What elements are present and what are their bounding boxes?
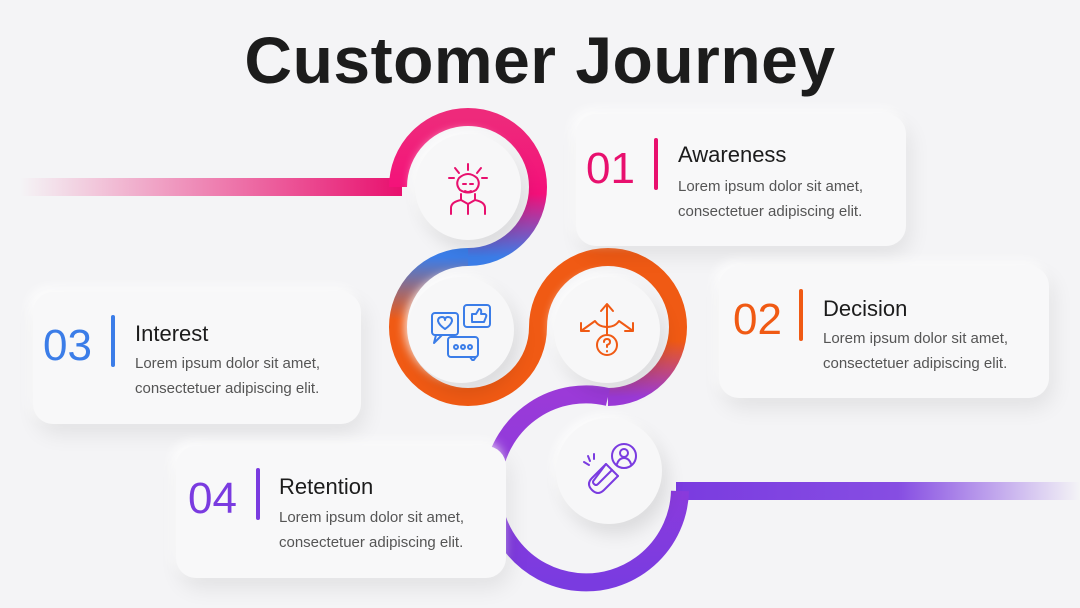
stage-divider — [111, 315, 115, 367]
stage-description-line2: consectetuer adipiscing elit. — [823, 355, 1008, 372]
ring-interest — [389, 248, 547, 406]
stage-number: 03 — [43, 321, 92, 370]
stage-divider — [256, 468, 260, 520]
lead-out-line — [676, 482, 1080, 500]
stage-number: 04 — [188, 474, 237, 523]
stage-description-line1: Lorem ipsum dolor sit amet, — [678, 178, 864, 195]
stage-title: Awareness — [678, 142, 787, 167]
lead-in-line — [20, 178, 402, 196]
page-title: Customer Journey — [244, 23, 836, 97]
stage-divider — [654, 138, 658, 190]
stage-description-line1: Lorem ipsum dolor sit amet, — [135, 355, 321, 372]
chat-bubbles-icon — [431, 304, 491, 361]
magnet-user-icon — [583, 443, 637, 494]
ring-decision — [529, 248, 687, 406]
stage-description-line2: consectetuer adipiscing elit. — [678, 203, 863, 220]
node-awareness — [415, 134, 521, 240]
stage-title: Decision — [823, 296, 908, 321]
ring-retention — [483, 385, 689, 592]
stage-description-line2: consectetuer adipiscing elit. — [279, 534, 464, 551]
stage-description-line1: Lorem ipsum dolor sit amet, — [279, 509, 465, 526]
stage-card-retention: 04 Retention Lorem ipsum dolor sit amet,… — [176, 446, 506, 578]
stage-title: Interest — [135, 321, 209, 346]
stage-card-decision: 02 Decision Lorem ipsum dolor sit amet, … — [719, 266, 1049, 398]
stage-divider — [799, 289, 803, 341]
stage-card-interest: 03 Interest Lorem ipsum dolor sit amet, … — [33, 292, 361, 424]
node-retention — [556, 418, 662, 524]
crossroads-question-icon — [580, 303, 634, 356]
node-decision — [554, 277, 660, 383]
thinking-person-icon — [448, 163, 488, 215]
stage-description-line1: Lorem ipsum dolor sit amet, — [823, 330, 1009, 347]
stage-description-line2: consectetuer adipiscing elit. — [135, 380, 320, 397]
stage-number: 02 — [733, 295, 782, 344]
stage-card-awareness: 01 Awareness Lorem ipsum dolor sit amet,… — [576, 114, 906, 246]
stage-number: 01 — [586, 144, 635, 193]
ring-awareness — [389, 108, 547, 266]
node-interest — [408, 277, 514, 383]
stage-title: Retention — [279, 474, 374, 499]
